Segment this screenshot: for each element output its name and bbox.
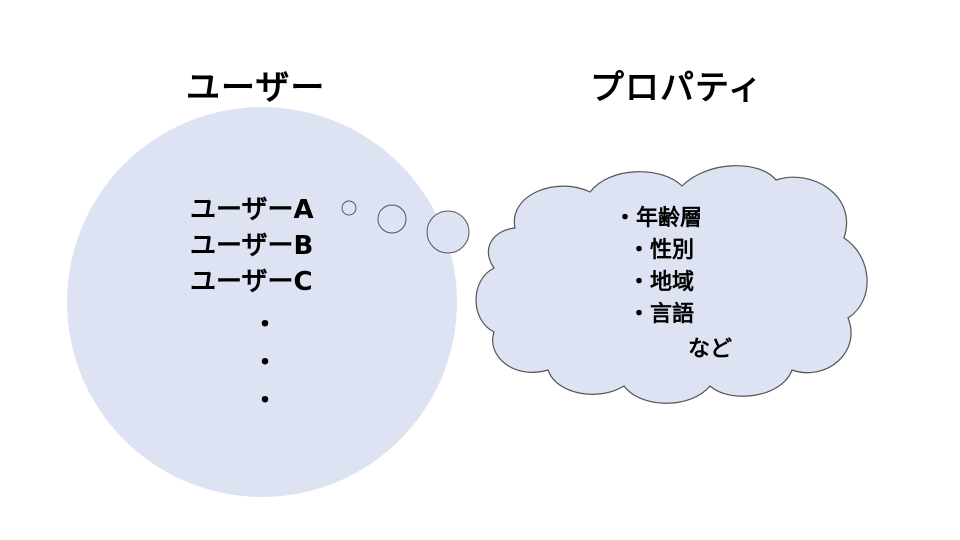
user-item-c: ユーザーC (190, 267, 313, 297)
users-ellipsis: ・ ・ ・ (252, 306, 278, 420)
users-heading: ユーザー (186, 68, 326, 108)
thought-bubble-medium (377, 204, 407, 234)
ellipsis-dot: ・ (252, 310, 279, 340)
users-circle (67, 107, 457, 497)
property-item-gender: ・性別 (628, 238, 695, 263)
ellipsis-dot: ・ (252, 386, 279, 416)
thought-bubble-large (426, 210, 470, 254)
properties-heading: プロパティ (590, 68, 763, 108)
properties-list: ・年齢層 ・性別 ・地域 ・言語 (614, 203, 702, 331)
property-item-age: ・年齢層 (614, 206, 703, 231)
thought-bubble-small (341, 200, 357, 216)
users-list: ユーザーA ユーザーB ユーザーC (190, 192, 314, 300)
ellipsis-dot: ・ (252, 348, 279, 378)
properties-etc: など (688, 337, 733, 362)
property-item-language: ・言語 (628, 302, 695, 327)
properties-cloud (475, 165, 868, 404)
user-item-a: ユーザーA (190, 195, 314, 225)
user-item-b: ユーザーB (190, 231, 314, 261)
property-item-region: ・地域 (628, 270, 695, 295)
